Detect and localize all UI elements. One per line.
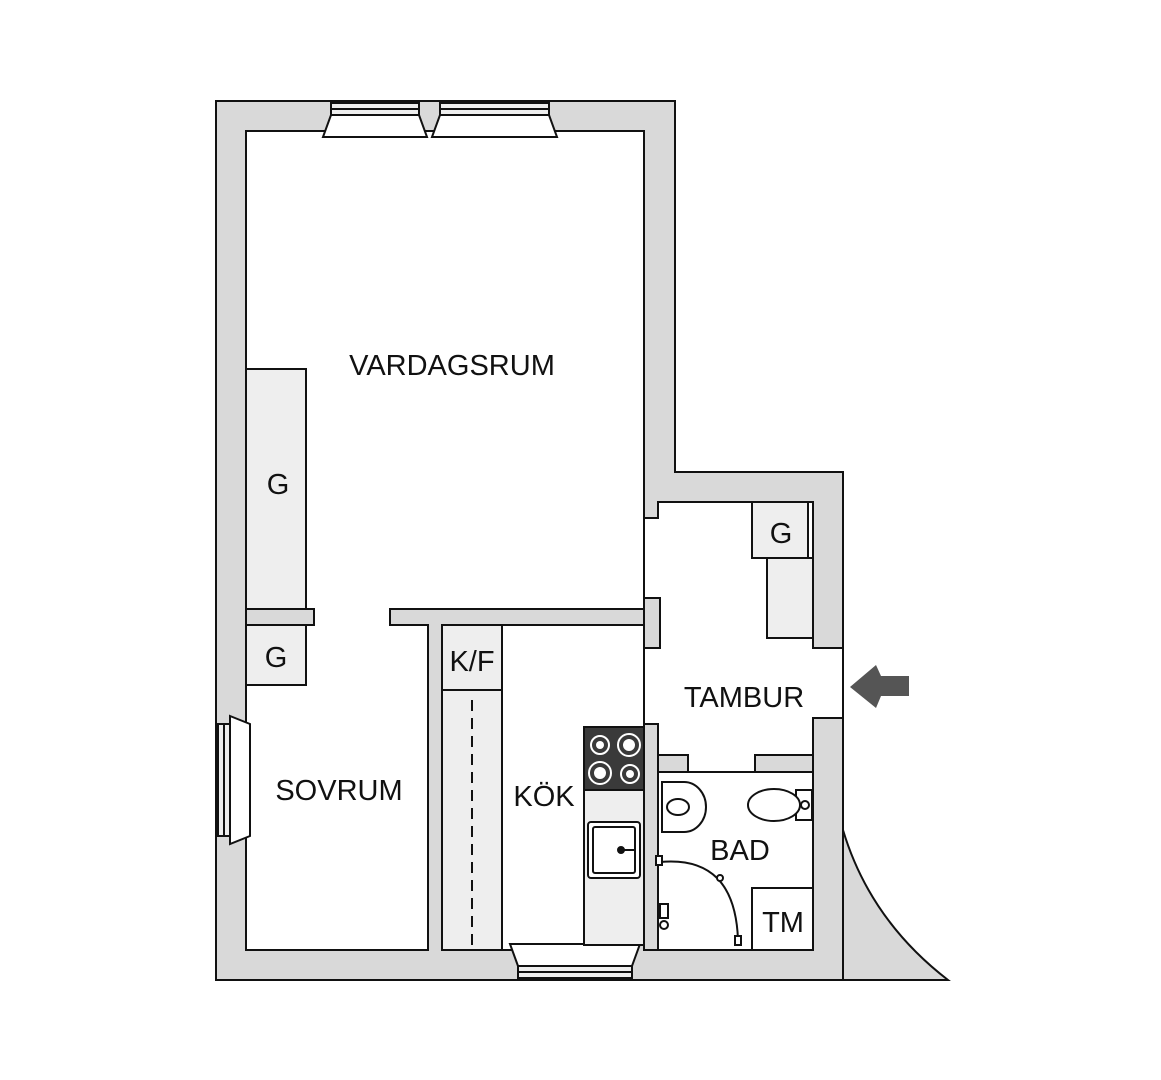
stove-icon — [583, 726, 645, 791]
room-label-tambur: TAMBUR — [684, 682, 804, 714]
label-wardrobe-living: G — [267, 469, 290, 501]
window-top-left — [321, 102, 429, 138]
window-bottom — [508, 943, 642, 979]
bathroom-wall-right — [754, 754, 814, 773]
room-label-bad: BAD — [710, 835, 770, 867]
kitchen-sink-icon — [587, 821, 641, 879]
room-label-kok: KÖK — [513, 781, 575, 813]
room-label-sovrum: SOVRUM — [275, 775, 402, 807]
toilet-icon — [747, 788, 813, 822]
bathroom-wall-vertical — [643, 723, 659, 951]
window-left — [217, 714, 251, 846]
room-label-vardagsrum: VARDAGSRUM — [349, 350, 555, 382]
window-top-right — [430, 102, 559, 138]
exterior-curve — [842, 829, 951, 981]
label-wardrobe-bedroom: G — [265, 642, 288, 674]
hall-cabinet — [766, 557, 814, 639]
washing-machine — [751, 887, 814, 951]
wall-stub — [245, 608, 315, 626]
label-wardrobe-hall: G — [770, 518, 793, 550]
shower-icon — [655, 855, 742, 946]
washbasin-icon — [661, 781, 707, 833]
label-washing-machine: TM — [762, 907, 804, 939]
entrance-arrow-icon — [850, 665, 909, 708]
label-fridge-freezer: K/F — [449, 646, 494, 678]
bathroom-wall-left — [657, 754, 689, 773]
